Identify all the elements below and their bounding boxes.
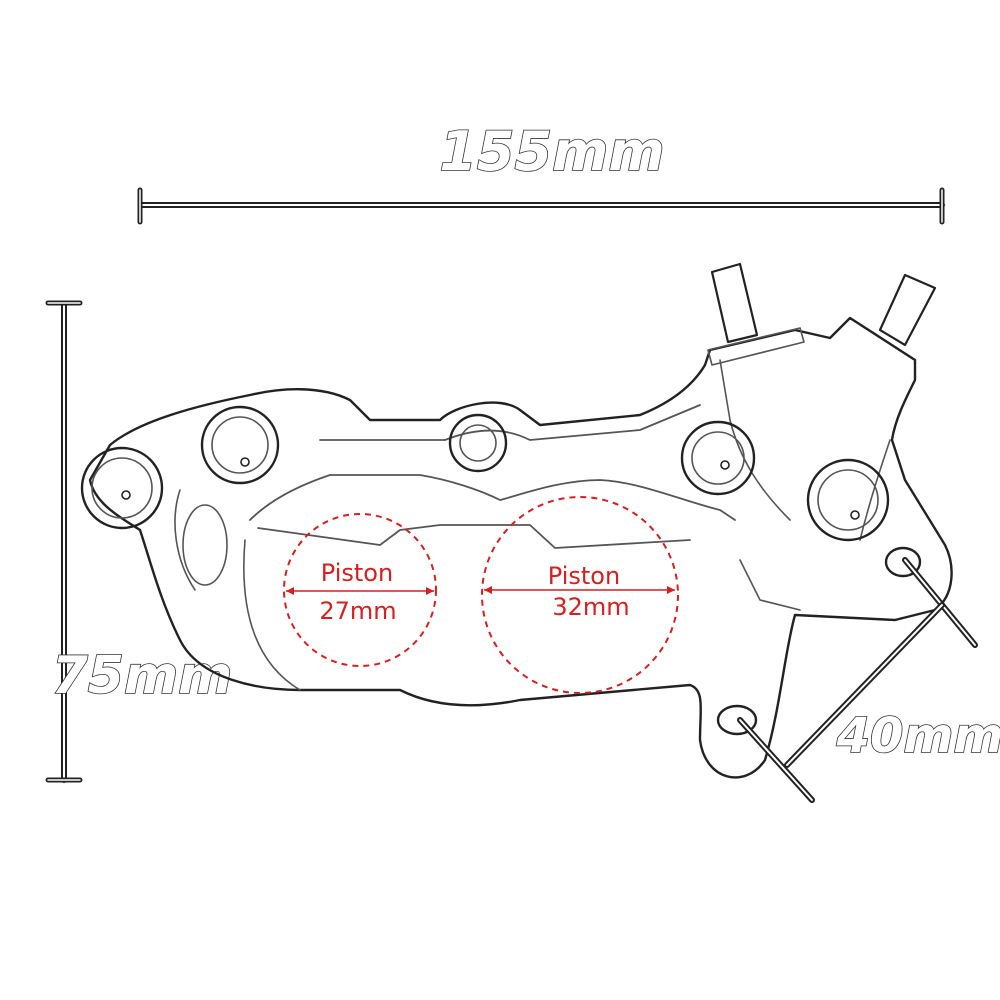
piston-marker-small: Piston 27mm bbox=[283, 513, 437, 667]
length-dimension-line bbox=[137, 187, 945, 225]
caliper-outline bbox=[88, 262, 953, 779]
piston-size-small: 27mm bbox=[319, 597, 396, 625]
mount-spacing-dimension: 40mm bbox=[737, 557, 1000, 803]
mount-spacing-label: 40mm bbox=[836, 708, 1000, 764]
mounting-holes bbox=[716, 546, 922, 736]
piston-circle-large bbox=[481, 496, 679, 694]
height-label: 75mm bbox=[52, 646, 233, 706]
height-dimension-line bbox=[45, 300, 83, 783]
piston-label-large: Piston bbox=[548, 562, 620, 590]
length-label: 155mm bbox=[439, 120, 664, 183]
bolt-bosses bbox=[80, 405, 890, 542]
piston-label-small: Piston bbox=[321, 559, 393, 587]
length-dimension: 155mm bbox=[137, 119, 945, 225]
piston-size-large: 32mm bbox=[552, 593, 629, 621]
height-dimension: 75mm bbox=[45, 300, 233, 783]
piston-marker-large: Piston 32mm bbox=[481, 496, 679, 694]
piston-circle-small bbox=[283, 513, 437, 667]
